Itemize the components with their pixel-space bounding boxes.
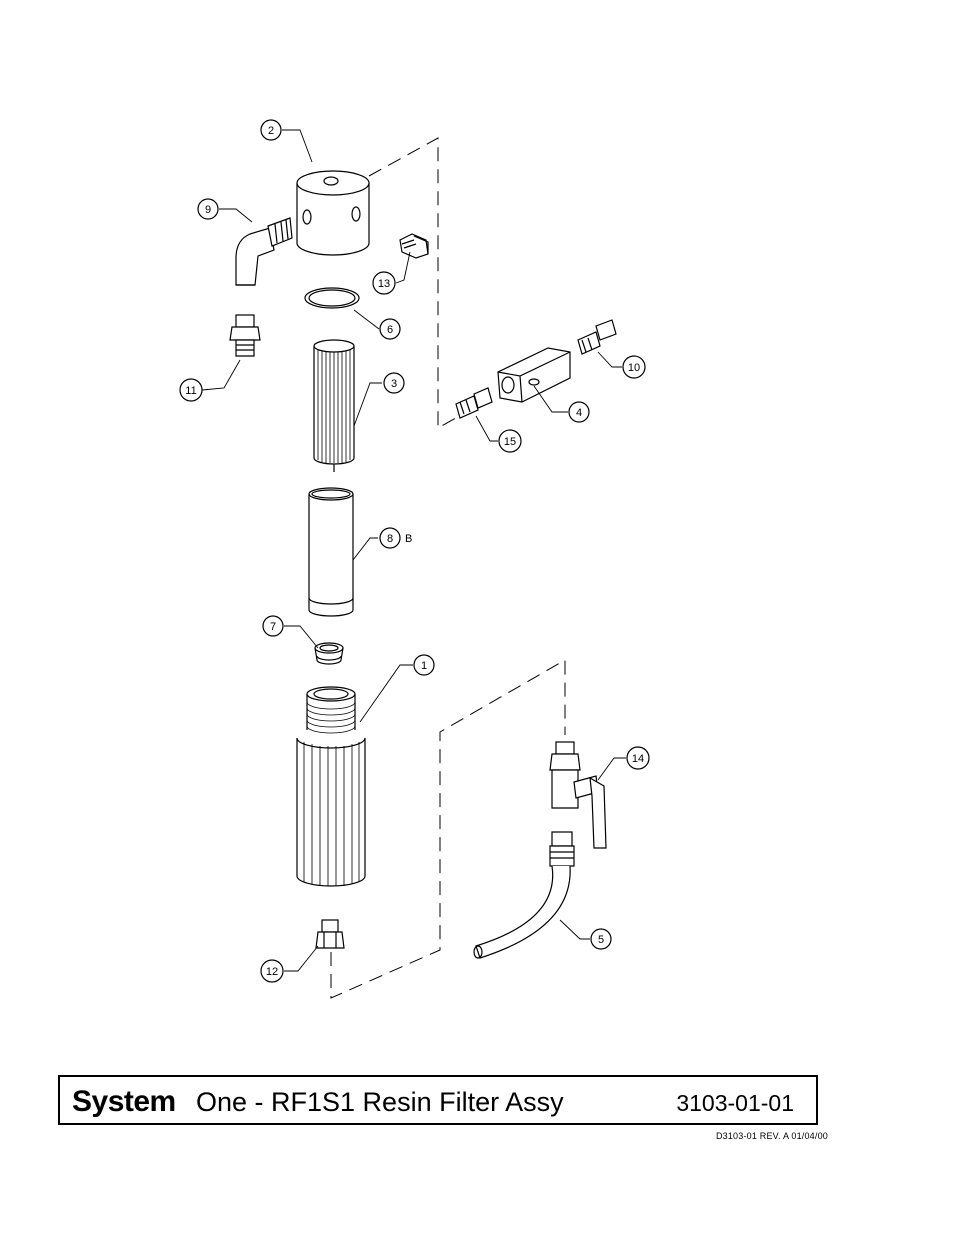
callout-10-label: 10 xyxy=(628,362,640,374)
callout-13: 13 xyxy=(373,272,395,294)
part-9-elbow xyxy=(236,218,292,285)
flow-line-lower xyxy=(331,660,565,998)
callout-12-label: 12 xyxy=(266,966,278,978)
callout-11: 11 xyxy=(180,379,202,401)
title-block: System One - RF1S1 Resin Filter Assy 310… xyxy=(58,1075,818,1125)
part-13-plug xyxy=(400,234,428,258)
callout-1-label: 1 xyxy=(421,660,427,672)
callout-4-label: 4 xyxy=(576,407,582,419)
part-11-fitting xyxy=(230,315,260,356)
callout-4: 4 xyxy=(569,402,589,422)
callout-15-label: 15 xyxy=(504,436,516,448)
part-6-o-ring xyxy=(305,288,359,308)
part-4-tee xyxy=(498,348,570,402)
callout-12: 12 xyxy=(261,960,283,982)
callout-3: 3 xyxy=(384,373,404,393)
callout-5: 5 xyxy=(591,929,611,949)
exploded-assembly-drawing: 2 9 13 6 3 11 10 4 15 8 7 1 14 5 12 B xyxy=(0,0,954,1060)
part-12-fitting xyxy=(316,920,344,948)
callout-14-label: 14 xyxy=(632,753,644,765)
callout-10: 10 xyxy=(623,356,645,378)
callout-7-label: 7 xyxy=(270,621,276,633)
callout-8-label: 8 xyxy=(387,533,393,545)
part-1-housing xyxy=(297,687,365,886)
part-number: 3103-01-01 xyxy=(676,1090,794,1117)
callout-11-label: 11 xyxy=(185,385,196,397)
part-5-hose xyxy=(474,832,574,958)
callout-5-label: 5 xyxy=(598,934,604,946)
callout-14: 14 xyxy=(627,747,649,769)
revision-line: D3103-01 REV. A 01/04/00 xyxy=(716,1131,828,1141)
part-3-cartridge xyxy=(314,340,354,472)
callout-3-label: 3 xyxy=(391,378,397,390)
callout-8: 8 xyxy=(380,528,400,548)
part-15-fitting xyxy=(456,388,492,418)
callout-6-label: 6 xyxy=(387,324,393,336)
callout-15: 15 xyxy=(499,430,521,452)
callout-9-label: 9 xyxy=(205,204,211,216)
callout-8-suffix: B xyxy=(405,533,412,545)
brand-name-bold: System xyxy=(72,1085,176,1119)
part-7-adapter xyxy=(315,643,343,664)
callout-6: 6 xyxy=(380,319,400,339)
callout-2: 2 xyxy=(261,120,281,140)
callout-2-label: 2 xyxy=(268,125,274,137)
callout-7: 7 xyxy=(263,616,283,636)
callout-9: 9 xyxy=(198,199,218,219)
assembly-title: One - RF1S1 Resin Filter Assy xyxy=(196,1087,564,1118)
callout-1: 1 xyxy=(414,655,434,675)
callout-13-label: 13 xyxy=(378,278,390,290)
part-8-sleeve xyxy=(309,488,353,616)
part-2-filter-head xyxy=(297,171,369,255)
part-10-fitting xyxy=(578,320,616,354)
